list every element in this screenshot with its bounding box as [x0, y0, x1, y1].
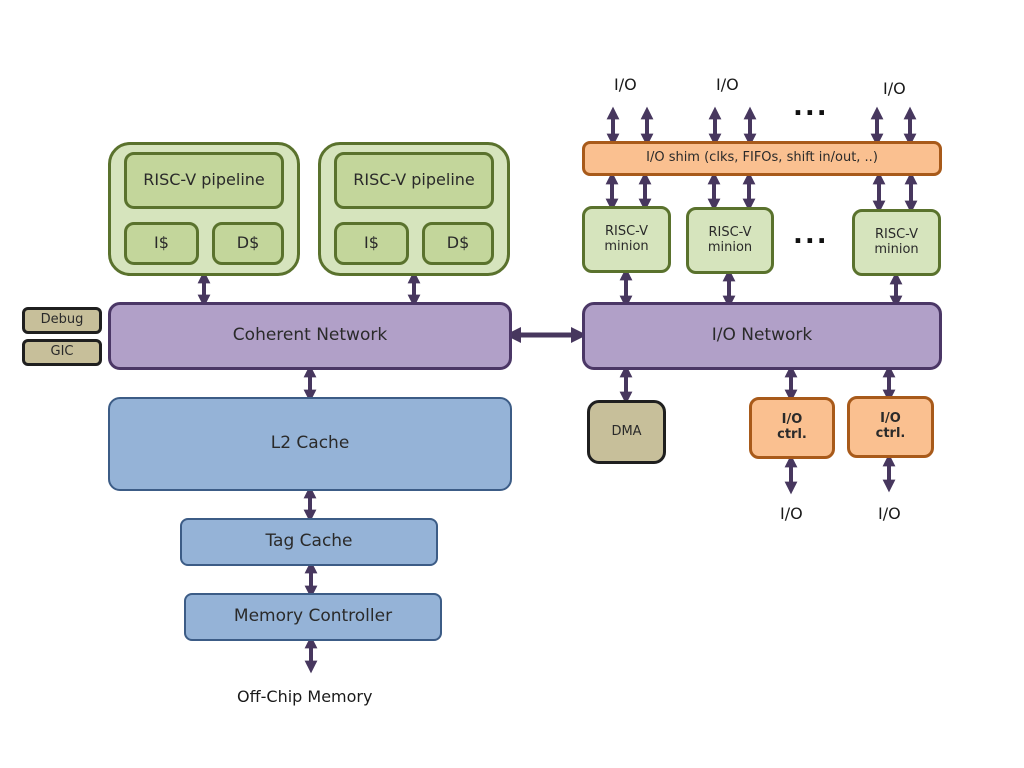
core-1-icache: I$ [124, 222, 199, 265]
io-network: I/O Network [582, 302, 942, 370]
minion-2-line2: minion [707, 239, 753, 255]
io-ctrl-2-line2: ctrl. [875, 426, 906, 441]
ellipsis-top: ... [793, 92, 829, 122]
core-1-pipeline-label: RISC-V pipeline [143, 170, 265, 190]
core-2-pipeline-label: RISC-V pipeline [353, 170, 475, 190]
memory-controller-label: Memory Controller [233, 606, 393, 627]
bottom-io-label-2: I/O [878, 504, 901, 523]
core-2-dcache: D$ [422, 222, 494, 265]
io-network-label: I/O Network [711, 325, 813, 346]
l2-cache: L2 Cache [108, 397, 512, 491]
coherent-network: Coherent Network [108, 302, 512, 370]
debug-label: Debug [40, 312, 84, 328]
off-chip-memory-label: Off-Chip Memory [237, 687, 373, 706]
memory-controller: Memory Controller [184, 593, 442, 641]
core-1-dcache-label: D$ [236, 233, 260, 253]
io-shim-label: I/O shim (clks, FIFOs, shift in/out, ..) [646, 150, 878, 166]
minion-1-line1: RISC-V [604, 223, 648, 239]
minion-3-line1: RISC-V [874, 226, 918, 242]
dma-block: DMA [587, 400, 666, 464]
tag-cache: Tag Cache [180, 518, 438, 566]
io-ctrl-1-line1: I/O [781, 412, 803, 428]
core-1-dcache: D$ [212, 222, 284, 265]
minion-2-line1: RISC-V [708, 224, 752, 240]
ellipsis-minions: ... [793, 220, 829, 250]
tag-cache-label: Tag Cache [265, 531, 353, 552]
top-io-label-3: I/O [883, 79, 906, 98]
coherent-network-label: Coherent Network [232, 325, 388, 346]
minion-1-line2: minion [604, 238, 649, 254]
io-ctrl-1-line2: ctrl. [777, 427, 807, 442]
minion-3-line2: minion [874, 241, 919, 257]
core-2-icache-label: I$ [364, 233, 379, 253]
core-2-icache: I$ [334, 222, 409, 265]
bottom-io-label-1: I/O [780, 504, 803, 523]
core-2-dcache-label: D$ [446, 233, 470, 253]
top-io-label-1: I/O [614, 75, 637, 94]
core-1-pipeline: RISC-V pipeline [124, 152, 284, 209]
core-1-icache-label: I$ [154, 233, 169, 253]
top-io-label-2: I/O [716, 75, 739, 94]
dma-label: DMA [611, 423, 642, 439]
io-shim: I/O shim (clks, FIFOs, shift in/out, ..) [582, 141, 942, 176]
l2-cache-label: L2 Cache [270, 433, 350, 454]
gic-label: GIC [50, 344, 74, 360]
gic-block: GIC [22, 339, 102, 366]
core-2-pipeline: RISC-V pipeline [334, 152, 494, 209]
io-ctrl-2-line1: I/O [880, 411, 901, 427]
debug-block: Debug [22, 307, 102, 334]
